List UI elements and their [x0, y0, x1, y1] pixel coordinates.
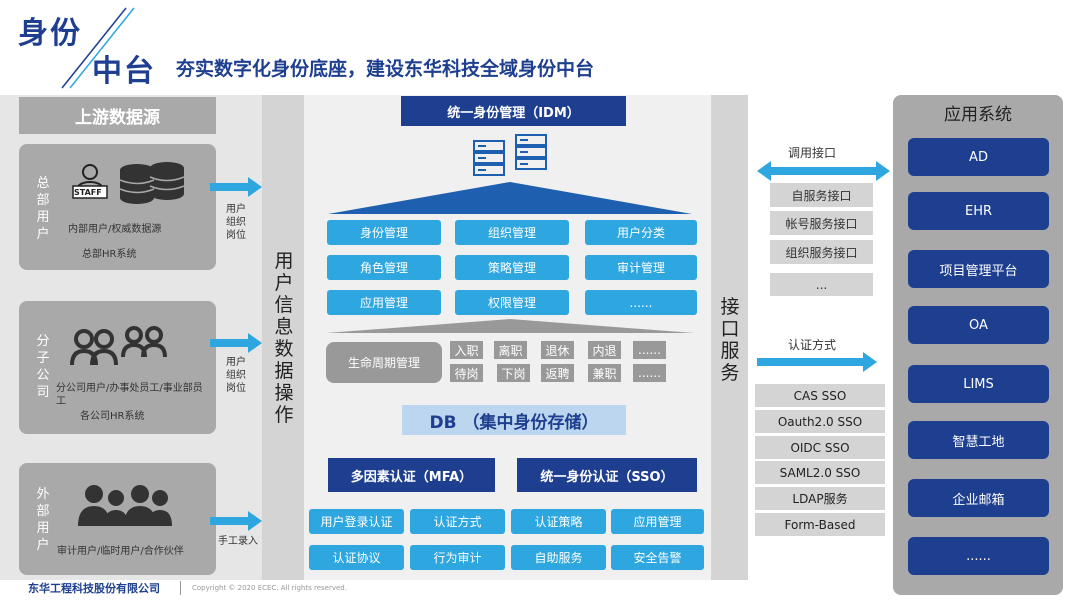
app-oa[interactable]: OA — [908, 306, 1049, 344]
module-identity-mgmt[interactable]: 身份管理 — [327, 220, 441, 245]
idm-title: 统一身份管理（IDM） — [401, 96, 626, 126]
upstream-group-hq — [19, 144, 216, 270]
mfa-block: 多因素认证（MFA） — [328, 458, 495, 492]
title-slash-decoration — [61, 7, 135, 89]
oauth2-sso[interactable]: Oauth2.0 SSO — [755, 410, 885, 433]
group-hq-desc: 内部用户/权威数据源 — [68, 224, 162, 235]
data-operation-label: 用户信息数据操作 — [274, 250, 294, 426]
arrow-right-icon — [210, 177, 262, 197]
auth-method-label: 认证方式 — [788, 338, 837, 352]
arrow-right-icon — [757, 352, 877, 372]
oidc-sso[interactable]: OIDC SSO — [755, 436, 885, 459]
upstream-group-subsidiary — [19, 301, 216, 434]
sso-security-alert[interactable]: 安全告警 — [611, 545, 704, 570]
app-ad[interactable]: AD — [908, 138, 1049, 176]
interface-service-bar — [711, 95, 748, 580]
double-arrow-icon — [757, 161, 890, 181]
idm-roof-shape — [328, 182, 692, 214]
lifecycle-item[interactable]: 入职 — [450, 341, 483, 359]
saml2-sso[interactable]: SAML2.0 SSO — [755, 461, 885, 484]
app-enterprise-mail[interactable]: 企业邮箱 — [908, 479, 1049, 517]
external-users-icon — [78, 485, 172, 526]
footer-copyright: Copyright © 2020 ECEC. All rights reserv… — [192, 584, 347, 592]
group-hq-vertical: 总部用户 — [36, 176, 50, 242]
module-org-mgmt[interactable]: 组织管理 — [455, 220, 569, 245]
arrow-note-hq: 用户 组织 岗位 — [226, 204, 246, 241]
arrow-right-icon — [210, 333, 262, 353]
module-app-mgmt[interactable]: 应用管理 — [327, 290, 441, 315]
group-external-vertical: 外部用户 — [36, 487, 50, 553]
ldap-service[interactable]: LDAP服务 — [755, 487, 885, 510]
app-smart-site[interactable]: 智慧工地 — [908, 421, 1049, 459]
data-operation-bar — [262, 95, 304, 580]
interface-service-label: 接口服务 — [720, 296, 740, 384]
lifecycle-mgmt: 生命周期管理 — [326, 342, 442, 383]
sso-auth-protocol[interactable]: 认证协议 — [309, 545, 404, 570]
lifecycle-roof-shape — [326, 319, 694, 333]
module-audit-mgmt[interactable]: 审计管理 — [585, 255, 697, 280]
sso-auth-policy[interactable]: 认证策略 — [511, 509, 606, 534]
server-icon — [473, 134, 547, 176]
lifecycle-item[interactable]: ...... — [633, 341, 666, 359]
more-interface[interactable]: ... — [770, 273, 873, 296]
group-subsidiary-desc: 分公司用户/办事处员工/事业部员工 — [56, 383, 203, 407]
app-ehr[interactable]: EHR — [908, 192, 1049, 230]
staff-icon — [72, 164, 108, 199]
arrow-note-external: 手工录入 — [218, 536, 258, 547]
arrow-right-icon — [210, 511, 262, 531]
app-systems-title: 应用系统 — [944, 105, 1012, 125]
module-policy-mgmt[interactable]: 策略管理 — [455, 255, 569, 280]
app-more[interactable]: ...... — [908, 537, 1049, 575]
lifecycle-item[interactable]: ...... — [633, 364, 666, 382]
lifecycle-item[interactable]: 内退 — [588, 341, 621, 359]
group-hq-system: 总部HR系统 — [82, 249, 137, 260]
users-icon — [70, 326, 167, 366]
lifecycle-item[interactable]: 下岗 — [497, 364, 530, 382]
lifecycle-item[interactable]: 返聘 — [541, 364, 574, 382]
cas-sso[interactable]: CAS SSO — [755, 384, 885, 407]
group-external-desc: 审计用户/临时用户/合作伙伴 — [57, 546, 184, 557]
account-service-interface[interactable]: 帐号服务接口 — [770, 211, 873, 235]
lifecycle-item[interactable]: 离职 — [494, 341, 527, 359]
lifecycle-item[interactable]: 待岗 — [450, 364, 483, 382]
company-logo: 东华工程科技股份有限公司 — [28, 582, 160, 595]
app-project-mgmt[interactable]: 项目管理平台 — [908, 250, 1049, 288]
sso-block: 统一身份认证（SSO） — [517, 458, 697, 492]
arrow-note-subsidiary: 用户 组织 岗位 — [226, 357, 246, 394]
group-subsidiary-system: 各公司HR系统 — [80, 411, 145, 422]
idm-panel — [304, 95, 711, 580]
app-lims[interactable]: LIMS — [908, 365, 1049, 403]
title-line-2: 中台 — [92, 54, 156, 89]
footer-divider — [180, 581, 181, 595]
org-service-interface[interactable]: 组织服务接口 — [770, 240, 873, 264]
module-user-category[interactable]: 用户分类 — [585, 220, 697, 245]
sso-app-mgmt[interactable]: 应用管理 — [611, 509, 704, 534]
sso-behavior-audit[interactable]: 行为审计 — [410, 545, 505, 570]
module-more[interactable]: ...... — [585, 290, 697, 315]
form-based[interactable]: Form-Based — [755, 513, 885, 536]
sso-auth-method[interactable]: 认证方式 — [410, 509, 505, 534]
staff-badge: STAFF — [74, 188, 102, 197]
lifecycle-item[interactable]: 退休 — [541, 341, 574, 359]
sso-self-service[interactable]: 自助服务 — [511, 545, 606, 570]
sso-login-auth[interactable]: 用户登录认证 — [309, 509, 404, 534]
db-storage: DB （集中身份存储） — [402, 405, 626, 435]
module-role-mgmt[interactable]: 角色管理 — [327, 255, 441, 280]
page-subtitle: 夯实数字化身份底座，建设东华科技全域身份中台 — [176, 58, 595, 80]
title-line-1: 身份 — [18, 16, 82, 51]
database-icon — [119, 162, 185, 204]
group-subsidiary-vertical: 分子公司 — [36, 334, 50, 400]
lifecycle-item[interactable]: 兼职 — [588, 364, 621, 382]
upstream-title: 上游数据源 — [19, 97, 216, 134]
call-interface-label: 调用接口 — [788, 146, 837, 160]
module-permission-mgmt[interactable]: 权限管理 — [455, 290, 569, 315]
self-service-interface[interactable]: 自服务接口 — [770, 183, 873, 207]
